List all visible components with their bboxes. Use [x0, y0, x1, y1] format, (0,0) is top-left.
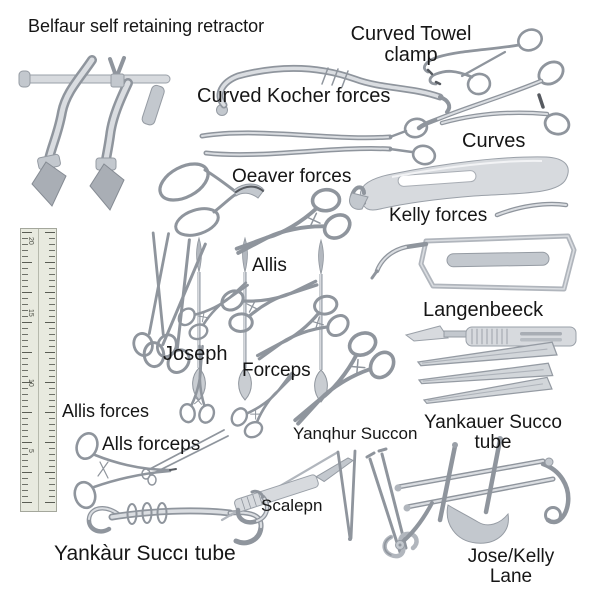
scalpel-handle-3	[234, 457, 355, 513]
ruler-mark: 15	[27, 309, 34, 317]
label-belfour-retractor: Belfaur self retaining retractor	[28, 16, 265, 36]
label-langenbeck: Langenbeeck	[423, 299, 544, 321]
label-allis: Allis	[252, 255, 287, 276]
curved-forceps	[416, 60, 571, 136]
ruler-midline	[38, 229, 39, 511]
label-towel-clamp-line2: clamp	[384, 44, 438, 66]
towel-clamp	[423, 28, 543, 96]
label-jose-kelly-line2: Lane	[489, 565, 533, 587]
oeaver-forceps	[158, 162, 265, 237]
label-alls-forceps: Alls forceps	[102, 434, 201, 455]
label-joseph: Joseph	[163, 343, 228, 365]
ruler-mark: 5	[27, 449, 34, 453]
label-yanqhur: Yanqhur Succon	[293, 424, 418, 443]
label-jose-kelly-line1: Jose/Kelly	[467, 546, 555, 567]
slim-blade	[494, 201, 569, 218]
label-yankauer-line1: Yankauer Succo	[423, 412, 562, 433]
richardson-retractor	[86, 502, 264, 546]
label-scalpel: Scalepn	[261, 496, 323, 515]
langenbeck-retractor	[370, 233, 577, 292]
label-forceps: Forceps	[242, 360, 311, 381]
label-yankaur-tube: Yankàur Succı tube	[54, 542, 236, 565]
label-towel-clamp: Curved Towel clamp	[330, 24, 492, 66]
label-allis-forces: Allis forces	[62, 401, 150, 421]
balfour-retractor	[18, 55, 171, 211]
scalpel-handle-4	[404, 325, 577, 347]
label-kocher: Curved Kocher forces	[197, 85, 391, 107]
alls-hemostat	[73, 432, 177, 510]
label-towel-clamp-line1: Curved Towel	[350, 23, 472, 45]
ruler-ticks-right-major	[45, 232, 55, 508]
label-yankauer: Yankauer Succo tube	[417, 413, 569, 453]
ruler-mark: 10	[27, 379, 34, 387]
label-oeaver: Oeaver forces	[232, 166, 352, 187]
kelly-retractor-blade	[349, 156, 569, 211]
label-jose-kelly: Jose/Kelly Lane	[452, 547, 570, 587]
jose-kelly-lane-retractor	[394, 436, 571, 550]
long-tenaculum	[199, 117, 437, 166]
ruler-ticks-left-major	[22, 232, 32, 508]
adson-forceps	[416, 341, 558, 405]
label-yankauer-line2: tube	[474, 431, 512, 453]
label-curves: Curves	[462, 130, 526, 152]
dressing-forceps	[336, 447, 408, 554]
label-kelly: Kelly forces	[389, 205, 488, 226]
ruler-mark: 20	[27, 237, 34, 245]
curved-kocher-clamp	[216, 64, 452, 116]
ruler: 20 15 10 5	[20, 228, 57, 512]
fine-scissors	[141, 429, 229, 486]
small-hook	[235, 489, 270, 525]
